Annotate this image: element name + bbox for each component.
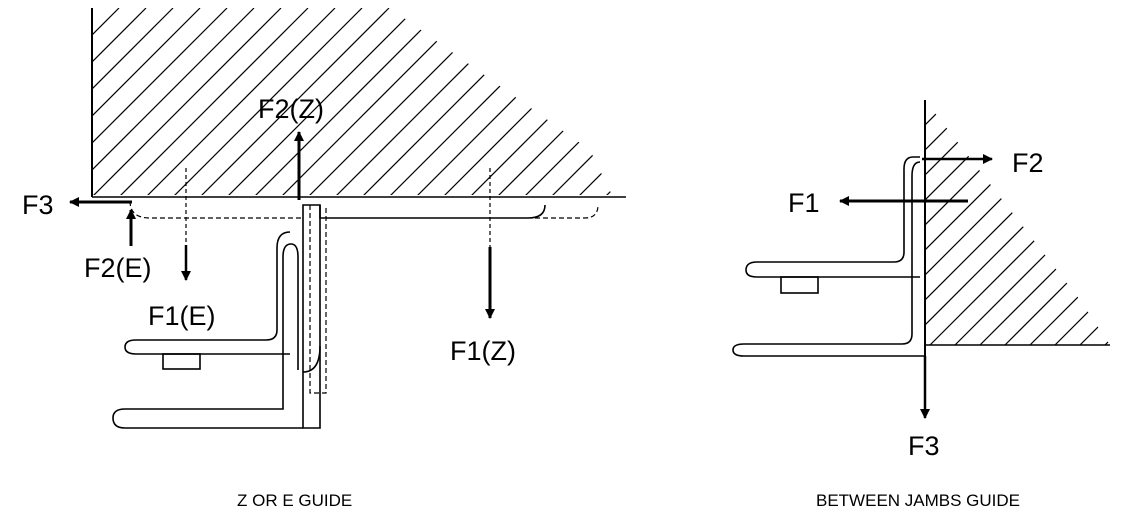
hatch-line <box>1104 100 1110 345</box>
hatch-line <box>954 100 1110 345</box>
hatch-line <box>334 8 525 195</box>
hatch-line <box>92 8 282 195</box>
hatch-line <box>469 8 612 195</box>
hatch-line <box>92 8 228 195</box>
label-f2-right: F2 <box>1012 148 1044 178</box>
caption-z-or-e-guide: Z OR E GUIDE <box>237 491 352 510</box>
hatch-line <box>145 8 336 195</box>
hatch-line <box>307 8 498 195</box>
hatch-line <box>925 100 1101 345</box>
between-jambs-guide-diagram: F2 F1 F3 BETWEEN JAMBS GUIDE <box>732 100 1110 510</box>
hatch-line <box>442 8 612 195</box>
hatch-line <box>92 8 93 195</box>
hatch-line <box>92 8 120 195</box>
hatch-line <box>415 8 606 195</box>
caption-between-jambs-guide: BETWEEN JAMBS GUIDE <box>816 491 1020 510</box>
hatch-line <box>925 100 976 345</box>
hatch-line <box>253 8 444 195</box>
z-guide-profile <box>112 204 546 429</box>
e-guide-dashed-profile <box>129 200 599 394</box>
left-wall-hatch <box>92 8 821 197</box>
hatch-line <box>604 8 612 195</box>
hatch-line <box>388 8 579 195</box>
hatch-line <box>1004 100 1110 345</box>
hatch-line <box>1029 100 1110 345</box>
hatch-line <box>979 100 1110 345</box>
hatch-line <box>925 100 1001 345</box>
hatch-line <box>925 100 951 345</box>
label-f2-e: F2(E) <box>84 253 152 283</box>
hatch-line <box>92 8 201 195</box>
hatch-line <box>925 100 1110 345</box>
hatch-line <box>925 100 1110 345</box>
hatch-line <box>92 8 147 195</box>
hatch-line <box>925 100 926 345</box>
hatch-line <box>92 8 255 195</box>
label-f1-z: F1(Z) <box>450 336 516 366</box>
hatch-line <box>1079 100 1110 345</box>
hatch-line <box>92 8 174 195</box>
label-f2-z: F2(Z) <box>258 94 324 124</box>
hatch-line <box>226 8 417 195</box>
hatch-line <box>577 8 612 195</box>
right-wall-hatch <box>925 100 1110 345</box>
hatch-line <box>929 100 1110 345</box>
hatch-line <box>925 100 1026 345</box>
label-f1-right: F1 <box>788 188 820 218</box>
hatch-line <box>1054 100 1110 345</box>
hatch-line <box>199 8 390 195</box>
label-f3-left: F3 <box>22 190 54 220</box>
hatch-line <box>925 100 1051 345</box>
hatch-line <box>550 8 612 195</box>
label-f3-right: F3 <box>908 431 940 461</box>
z-or-e-guide-diagram: F3 F2(Z) F2(E) F1(E) F1(Z) Z OR E GUIDE <box>22 8 821 510</box>
hatch-line <box>496 8 612 195</box>
hatch-line <box>361 8 552 195</box>
hatch-line <box>632 8 821 197</box>
hatch-line <box>925 100 1076 345</box>
hatch-line <box>118 8 309 195</box>
hatch-line <box>172 8 363 195</box>
jamb-guide-profile <box>732 156 925 357</box>
label-f1-e: F1(E) <box>148 301 216 331</box>
hatch-line <box>523 8 612 195</box>
